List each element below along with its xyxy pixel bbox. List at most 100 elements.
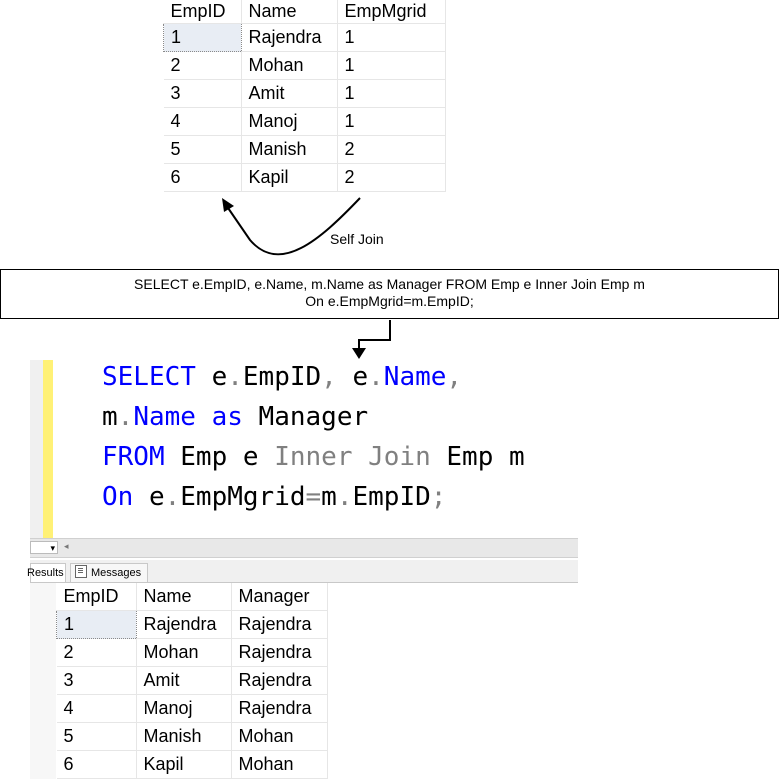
table-cell[interactable]: 1 [337,51,446,80]
code-token: EmpMgrid [180,482,306,512]
tab-results-label: Results [27,567,64,579]
code-token: as [211,402,243,432]
code-token: = [305,482,322,512]
table-cell[interactable]: 3 [56,666,137,695]
column-header-name[interactable]: Name [136,583,232,611]
column-header-empid[interactable]: EmpID [163,0,242,24]
tab-messages[interactable]: Messages [70,563,148,582]
tab-messages-label: Messages [91,567,142,579]
table-cell[interactable]: 1 [337,79,446,108]
scroll-left-arrow-icon[interactable]: ◂ [64,541,69,551]
code-token: . [336,482,353,512]
table-cell[interactable]: 5 [56,722,137,751]
code-token: Inner Join [274,442,431,472]
column-header-manager[interactable]: Manager [231,583,328,611]
table-cell[interactable]: 2 [337,135,446,164]
table-cell[interactable]: Amit [241,79,338,108]
editor-selection-margin [30,360,43,538]
table-cell[interactable]: Kapil [136,750,232,779]
column-header-empmgrid[interactable]: EmpMgrid [337,0,446,24]
code-token: . [368,362,384,392]
self-join-label: Self Join [330,231,384,247]
table-cell[interactable]: 2 [163,51,242,80]
table-cell[interactable]: Manoj [241,107,338,136]
code-line[interactable]: On e.EmpMgrid=m.EmpID; [102,477,446,517]
tab-results[interactable]: Results [27,563,66,582]
table-cell[interactable]: Rajendra [231,694,328,723]
code-token: e [195,362,228,392]
table-cell[interactable]: 6 [56,750,137,779]
table-cell[interactable]: 1 [56,610,137,639]
code-token: Emp e [164,442,275,472]
table-cell[interactable]: Kapil [241,163,338,192]
table-cell[interactable]: Rajendra [136,610,232,639]
self-join-arrow-icon [222,197,361,256]
code-token: Manager [242,402,369,432]
table-cell[interactable]: Manoj [136,694,232,723]
table-cell[interactable]: 2 [56,638,137,667]
table-cell[interactable]: 1 [337,23,446,52]
editor-horizontal-scrollbar[interactable]: ▾ ◂ [30,538,578,558]
code-token: SELECT [102,362,196,392]
code-token: On [102,482,134,512]
down-arrow-icon [352,320,391,359]
code-line[interactable]: m.Name as Manager [102,397,368,437]
table-cell[interactable]: 3 [163,79,242,108]
table-cell[interactable]: 2 [337,163,446,192]
table-cell[interactable]: 4 [163,107,242,136]
table-cell[interactable]: Mohan [231,722,328,751]
table-cell[interactable]: Manish [136,722,232,751]
code-line[interactable]: SELECT e.EmpID, e.Name, [102,357,462,397]
table-cell[interactable]: Rajendra [231,610,328,639]
table-cell[interactable]: Amit [136,666,232,695]
editor-change-bar [43,360,53,538]
table-cell[interactable]: Mohan [136,638,232,667]
messages-icon [75,565,87,578]
query-line-2: On e.EmpMgrid=m.EmpID; [305,293,474,309]
code-line[interactable]: FROM Emp e Inner Join Emp m [102,437,525,477]
column-header-empid[interactable]: EmpID [56,583,137,611]
table-cell[interactable]: Rajendra [231,638,328,667]
table-cell[interactable]: 4 [56,694,137,723]
table-cell[interactable]: 1 [337,107,446,136]
table-cell[interactable]: Rajendra [241,23,338,52]
table-cell[interactable]: Manish [241,135,338,164]
table-cell[interactable]: Mohan [231,750,328,779]
sql-editor[interactable]: SELECT e.EmpID, e.Name,m.Name as Manager… [30,360,578,538]
table-cell[interactable]: 5 [163,135,242,164]
emp-table-header: EmpID Name EmpMgrid [163,0,446,24]
column-header-name[interactable]: Name [241,0,338,24]
code-token: e [133,482,165,512]
table-cell[interactable]: Rajendra [231,666,328,695]
table-cell[interactable]: Mohan [241,51,338,80]
results-row-headers[interactable] [30,583,56,779]
query-annotation-box: SELECT e.EmpID, e.Name, m.Name as Manage… [0,269,779,319]
code-token: ; [430,482,447,512]
code-token: FROM [102,442,165,472]
code-token: , [321,362,337,392]
table-cell[interactable]: 1 [163,23,242,52]
code-token: Name [383,362,447,392]
code-token: . [164,482,181,512]
table-cell[interactable]: 6 [163,163,242,192]
zoom-dropdown[interactable]: ▾ [30,541,58,554]
code-token: . [227,362,243,392]
code-token: e [336,362,369,392]
results-grid-header: EmpID Name Manager [56,583,328,611]
code-token: . [117,402,134,432]
query-line-1: SELECT e.EmpID, e.Name, m.Name as Manage… [134,276,645,292]
